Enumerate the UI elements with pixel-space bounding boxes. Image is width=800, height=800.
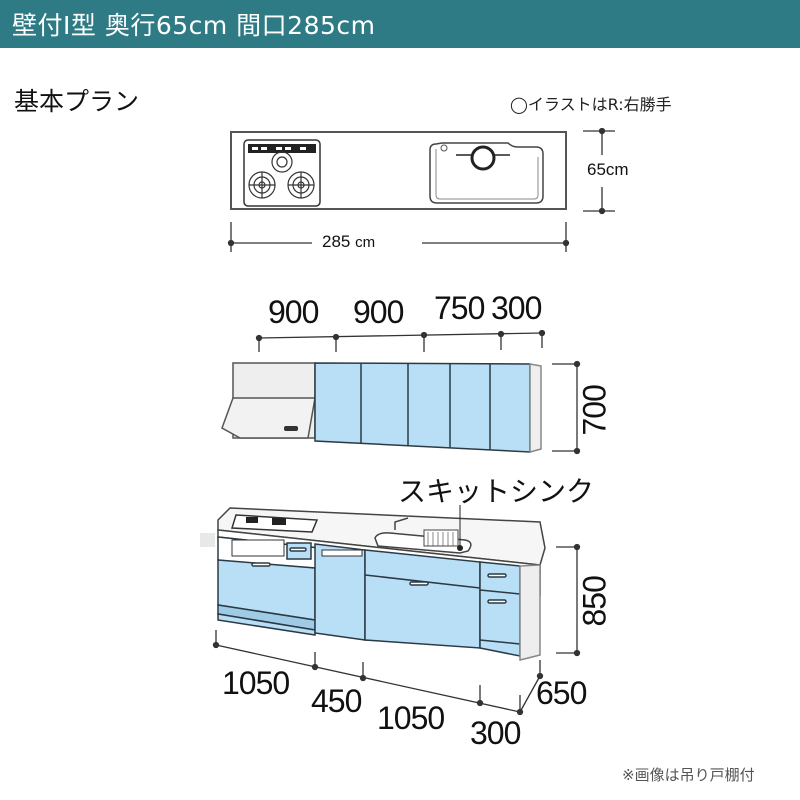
wall-height: 700 <box>576 385 613 436</box>
depth-label: 65cm <box>587 160 629 179</box>
base-width-2: 450 <box>311 683 362 719</box>
wall-width-1: 900 <box>268 294 319 330</box>
plan-view <box>230 131 567 210</box>
wall-width-2: 900 <box>353 294 404 330</box>
header-bar: 壁付I型 奥行65cm 間口285cm <box>0 0 800 48</box>
base-width-3: 1050 <box>377 700 445 736</box>
wall-width-3: 750 <box>434 290 485 326</box>
wall-cabinet <box>221 362 542 453</box>
page-title: 壁付I型 奥行65cm 間口285cm <box>12 11 376 40</box>
width-unit: cm <box>355 234 376 251</box>
base-cabinet <box>200 505 546 661</box>
sink-label: スキットシンク <box>398 475 595 508</box>
base-width-4: 300 <box>470 715 521 751</box>
wall-width-4: 300 <box>491 290 542 326</box>
width-label: 285 cm <box>322 232 375 252</box>
illustration-note: ◯イラストはR:右勝手 <box>510 95 672 114</box>
base-width-1: 1050 <box>222 665 290 701</box>
width-value: 285 <box>322 232 351 251</box>
footnote: ※画像は吊り戸棚付 <box>622 766 755 784</box>
section-title: 基本プラン <box>14 87 140 116</box>
base-height: 850 <box>576 576 613 627</box>
base-depth: 650 <box>536 675 587 711</box>
